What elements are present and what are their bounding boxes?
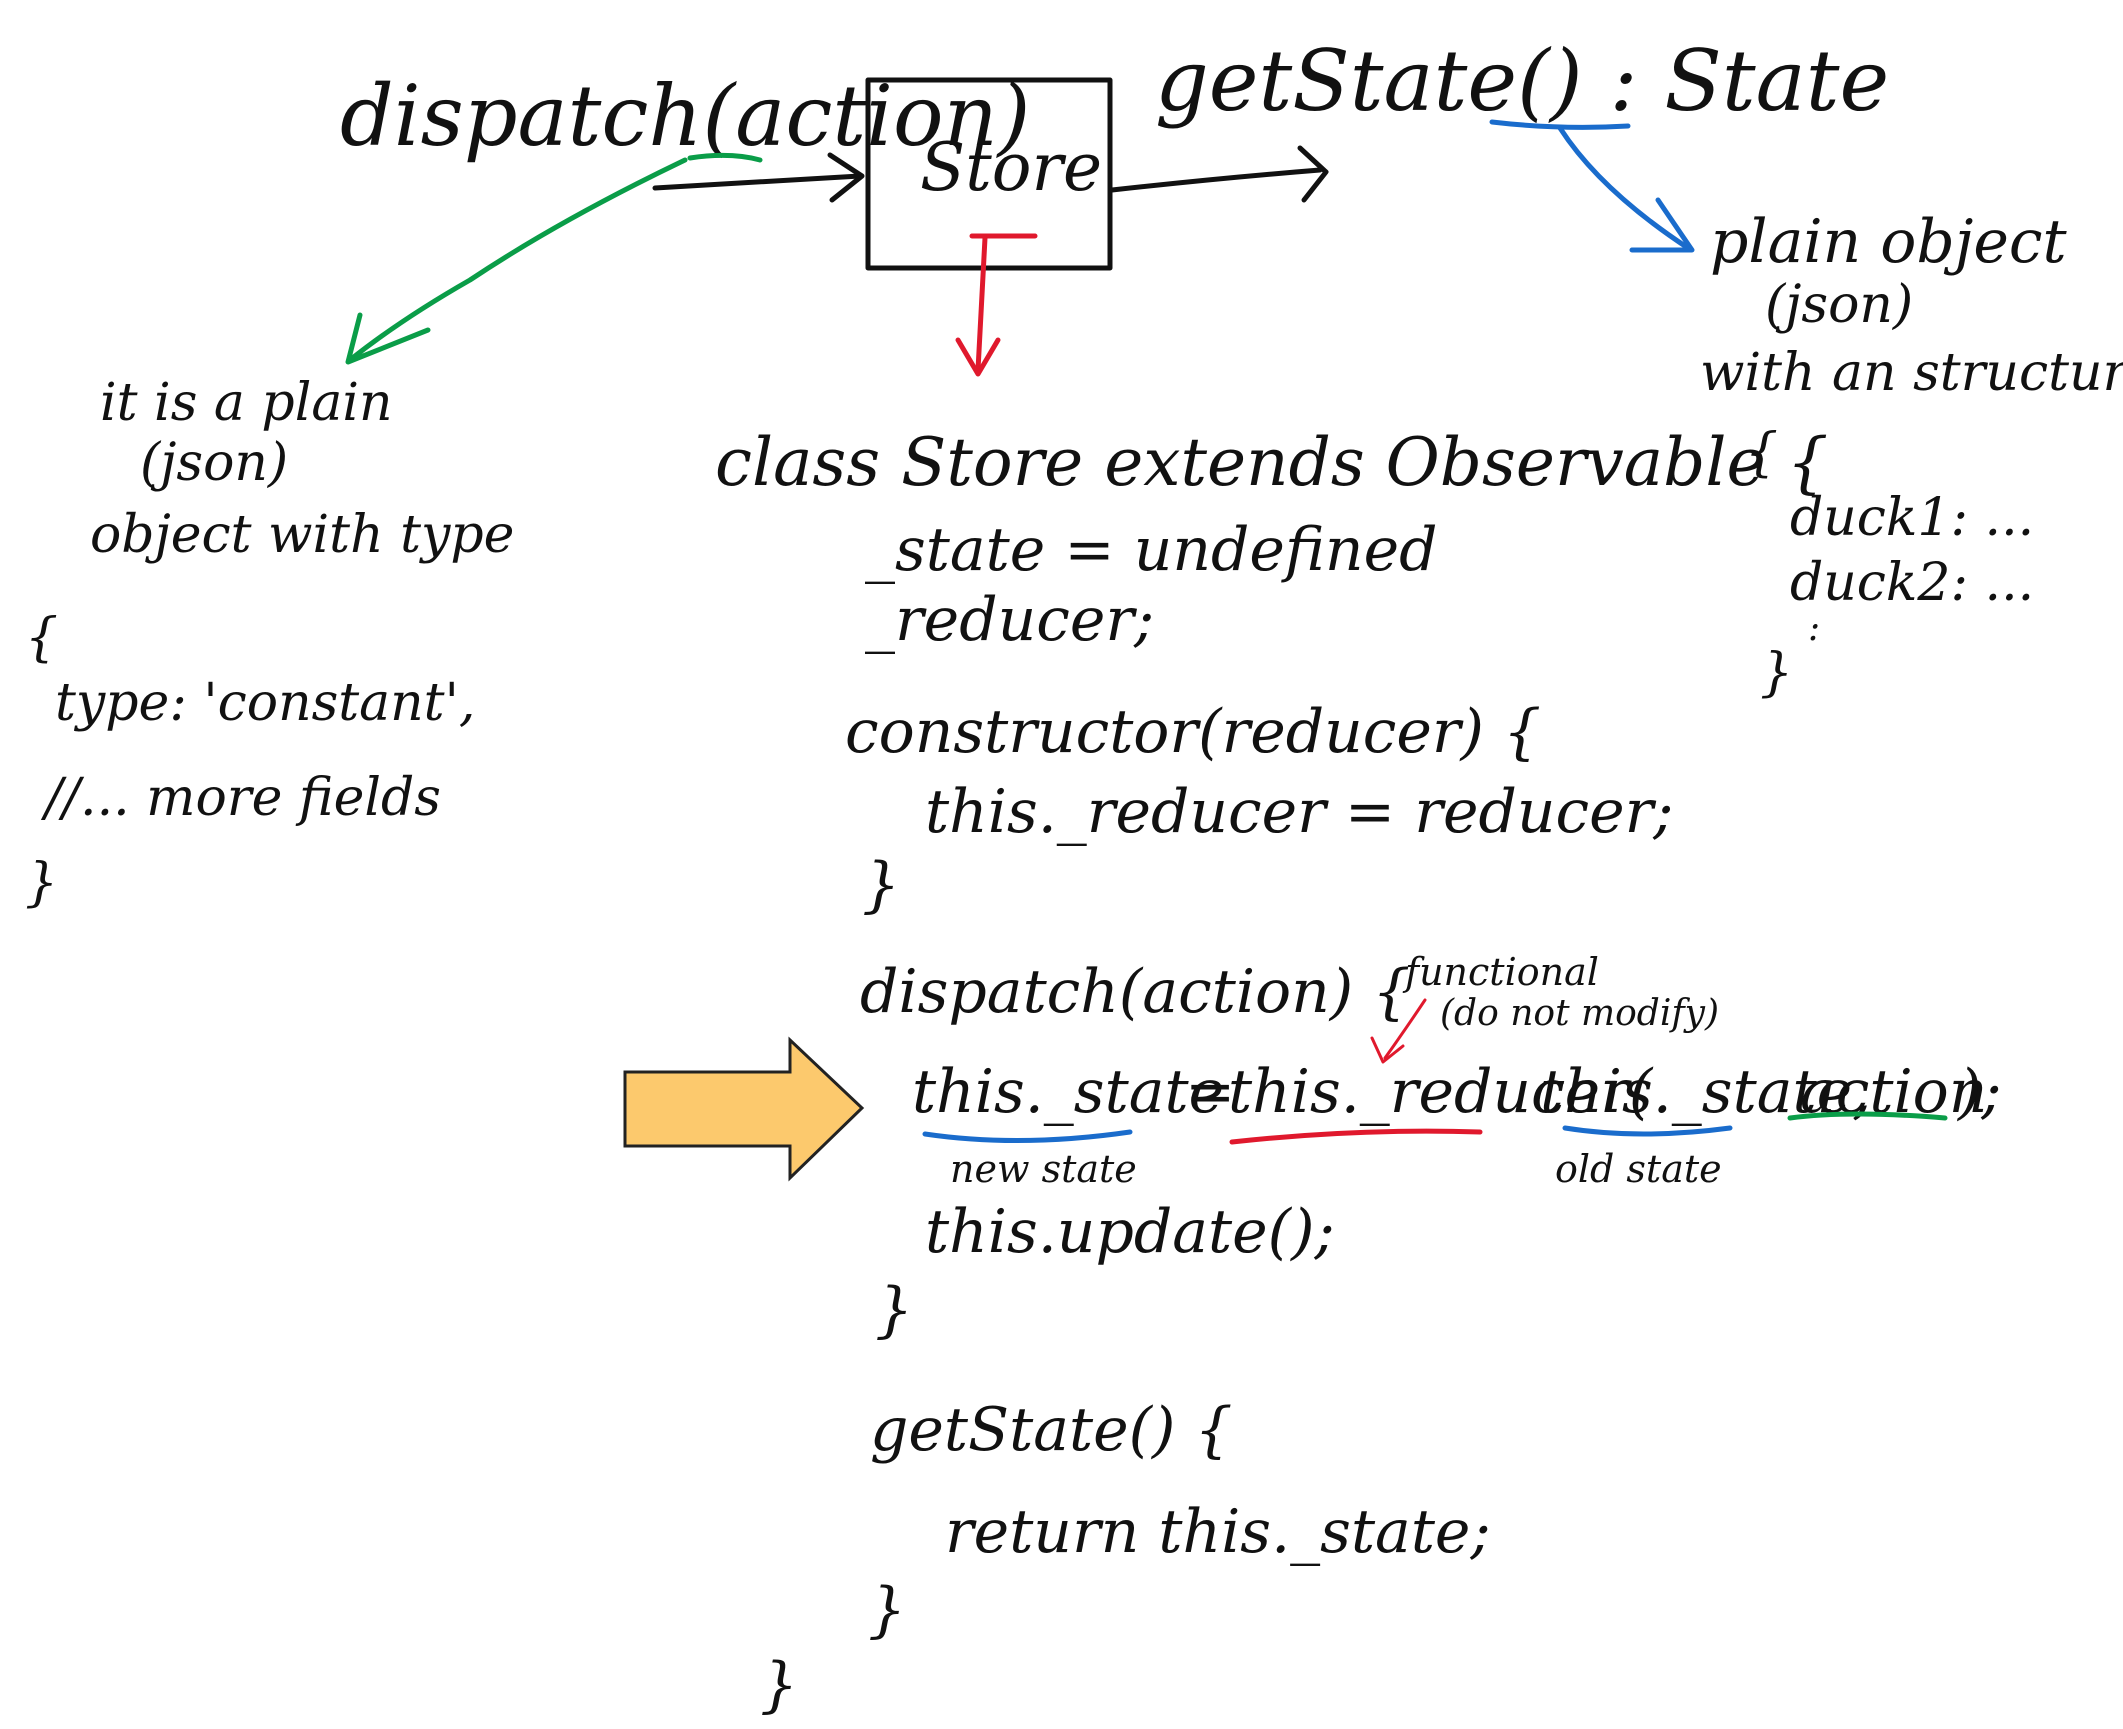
class-close: } [760,1650,798,1720]
right-code-duck1: duck1: ... [1790,488,2034,548]
arrow-store-to-getstate [1109,145,1329,203]
new-state-label: new state [950,1147,1137,1191]
state-link-blue [1489,119,1695,253]
left-note-line-3: object with type [90,505,514,565]
left-note-line-1: it is a plain [100,373,392,433]
assign-lhs: this._state [912,1057,1224,1127]
right-code-open: { [1745,423,1778,483]
functional-note: functional [1402,950,1599,994]
store-link-red [955,233,1038,377]
left-code-open: { [25,608,58,668]
assign-equals: = [1185,1057,1235,1127]
getstate-method-line: getState() { [870,1395,1233,1465]
underline-old-state [1562,1125,1733,1137]
dispatch-method-close: } [875,1275,913,1345]
getstate-method-close: } [868,1575,906,1645]
right-code-duck2: duck2: ... [1790,553,2034,613]
underline-action [1787,1111,1948,1121]
functional-arrow [1370,998,1427,1064]
left-code-close: } [25,853,58,913]
left-note-line-2: (json) [140,433,288,493]
underline-new-state [922,1129,1133,1144]
dispatch-method-line: dispatch(action) { [860,957,1410,1027]
update-call: this.update(); [925,1197,1335,1267]
constructor-line: constructor(reducer) { [845,697,1541,767]
dispatch-label: dispatch(action) [340,67,1030,165]
state-field: _state = undefined [865,515,1438,585]
underline-reducer [1229,1128,1483,1145]
highlight-arrow [623,1036,865,1182]
constructor-body: this._reducer = reducer; [925,777,1674,847]
getstate-label: getState() : State [1155,32,1889,130]
right-note-line-1: plain object [1710,207,2068,277]
assign-end: ); [1956,1057,2002,1127]
store-box [865,77,1113,271]
class-declaration: class Store extends Observable { [715,424,1829,501]
arrow-dispatch-to-store [652,152,865,203]
return-line: return this._state; [945,1497,1491,1567]
left-code-more: //... more fields [40,768,441,828]
right-note-line-2: (json) [1765,275,1913,335]
reducer-field: _reducer; [865,585,1154,655]
action-link-green [345,152,763,365]
right-code-ellipsis: : [1808,608,1820,649]
store-label: Store [920,129,1102,206]
do-not-modify-note: (do not modify) [1440,993,1719,1034]
left-code-type: type: 'constant', [55,673,475,733]
right-code-close: } [1760,643,1793,703]
constructor-close: } [862,850,900,920]
old-state-label: old state [1555,1147,1722,1191]
right-note-line-3: with an structure [1700,343,2123,403]
assign-reducer-call: this._reducer( [1228,1057,1654,1127]
